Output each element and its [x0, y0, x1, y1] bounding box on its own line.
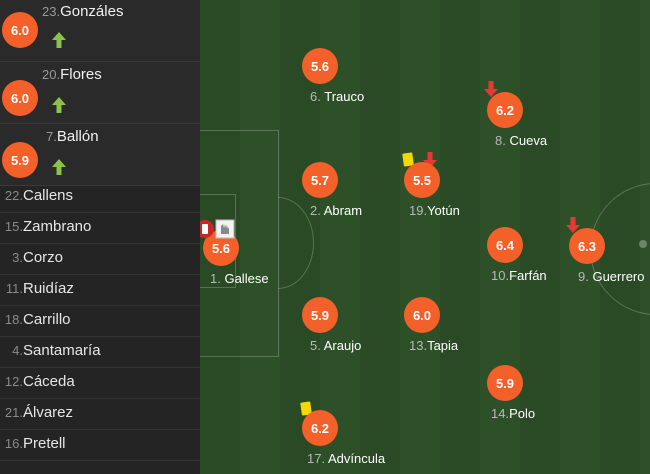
- player-number: 4.: [12, 343, 23, 358]
- player-name: Advíncula: [327, 451, 386, 466]
- player-number: 2.: [310, 203, 321, 218]
- player-number: 11.: [5, 281, 23, 296]
- rating-badge: 6.4: [487, 227, 523, 263]
- player-number: 13.: [409, 338, 428, 353]
- player-name: Álvarez: [23, 404, 74, 421]
- sub-in-arrow-icon: [52, 159, 66, 175]
- player-number: 23.: [42, 4, 61, 19]
- player-name: Ballón: [56, 128, 99, 145]
- player-name: Cáceda: [23, 373, 75, 390]
- rating-badge: 5.9: [487, 365, 523, 401]
- bench-row[interactable]: 22.Callens: [0, 181, 200, 213]
- substitute-row[interactable]: 5.9 7.Ballón: [0, 124, 200, 186]
- sub-in-arrow-icon: [52, 97, 66, 113]
- red-card-event-icon: [200, 220, 214, 238]
- sub-out-arrow-icon: [484, 81, 498, 97]
- rating-badge: 6.2: [487, 92, 523, 128]
- player-name: Araujo: [323, 338, 362, 353]
- player-number: 19.: [409, 203, 428, 218]
- goalkeeper-glove-icon: [215, 219, 235, 239]
- player-name: Carrillo: [23, 311, 71, 328]
- rating-badge: 5.6: [302, 48, 338, 84]
- bench-row[interactable]: 16.Pretell: [0, 429, 200, 461]
- player-number: 8.: [495, 133, 506, 148]
- rating-badge: 6.3: [569, 228, 605, 264]
- player-name: Callens: [23, 187, 74, 204]
- lineup-side-panel: 6.0 23.Gonzáles 6.0 20.Flores 5.9 7.Ball…: [0, 0, 200, 474]
- sub-out-arrow-icon: [566, 217, 580, 233]
- player-name: Farfán: [509, 268, 547, 283]
- player-name: Corzo: [23, 249, 64, 266]
- bench-row[interactable]: 15.Zambrano: [0, 212, 200, 244]
- player-name: Flores: [60, 66, 102, 83]
- bench-row[interactable]: 11.Ruidíaz: [0, 274, 200, 306]
- rating-badge: 6.0: [2, 80, 38, 116]
- player-name: Yotún: [427, 203, 460, 218]
- bench-row[interactable]: 3.Corzo: [0, 243, 200, 275]
- player-number: 6.: [310, 89, 321, 104]
- player-number: 7.: [46, 129, 57, 144]
- sub-in-arrow-icon: [52, 32, 66, 48]
- player-number: 14.: [491, 406, 510, 421]
- yellow-card-icon: [300, 401, 312, 416]
- football-pitch: 5.6 1. Gallese 5.6 6. Trauco 5.7 2. Abra…: [200, 0, 650, 474]
- player-number: 3.: [12, 250, 23, 265]
- player-name: Cueva: [509, 133, 548, 148]
- player-number: 9.: [578, 269, 589, 284]
- player-number: 20.: [42, 67, 61, 82]
- rating-badge: 5.7: [302, 162, 338, 198]
- player-number: 1.: [210, 271, 221, 286]
- center-spot: [639, 240, 647, 248]
- rating-badge: 6.2: [302, 410, 338, 446]
- player-name: Gonzáles: [60, 3, 124, 20]
- bench-row[interactable]: 12.Cáceda: [0, 367, 200, 399]
- player-number: 15.: [4, 219, 23, 234]
- bench-row[interactable]: 21.Álvarez: [0, 398, 200, 430]
- player-name: Abram: [323, 203, 363, 218]
- rating-badge: 5.5: [404, 162, 440, 198]
- player-name: Tapia: [427, 338, 459, 353]
- player-number: 22.: [4, 188, 23, 203]
- rating-badge: 5.9: [302, 297, 338, 333]
- bench-row[interactable]: 18.Carrillo: [0, 305, 200, 337]
- rating-badge: 6.0: [2, 12, 38, 48]
- player-number: 21.: [4, 405, 23, 420]
- substitute-row[interactable]: 6.0 20.Flores: [0, 62, 200, 124]
- player-name: Polo: [509, 406, 536, 421]
- yellow-card-icon: [402, 152, 414, 167]
- player-name: Pretell: [23, 435, 66, 452]
- player-name: Gallese: [224, 271, 269, 286]
- bench-row[interactable]: 4.Santamaría: [0, 336, 200, 368]
- player-name: Zambrano: [23, 218, 92, 235]
- rating-badge: 6.0: [404, 297, 440, 333]
- player-number: 12.: [4, 374, 23, 389]
- player-name: Trauco: [324, 89, 365, 104]
- player-name: Guerrero: [592, 269, 645, 284]
- rating-badge: 5.9: [2, 142, 38, 178]
- player-number: 18.: [4, 312, 23, 327]
- player-number: 16.: [4, 436, 23, 451]
- player-number: 10.: [491, 268, 510, 283]
- player-number: 17.: [307, 451, 326, 466]
- player-number: 5.: [310, 338, 321, 353]
- substitute-row[interactable]: 6.0 23.Gonzáles: [0, 0, 200, 62]
- player-name: Santamaría: [23, 342, 101, 359]
- player-name: Ruidíaz: [23, 280, 74, 297]
